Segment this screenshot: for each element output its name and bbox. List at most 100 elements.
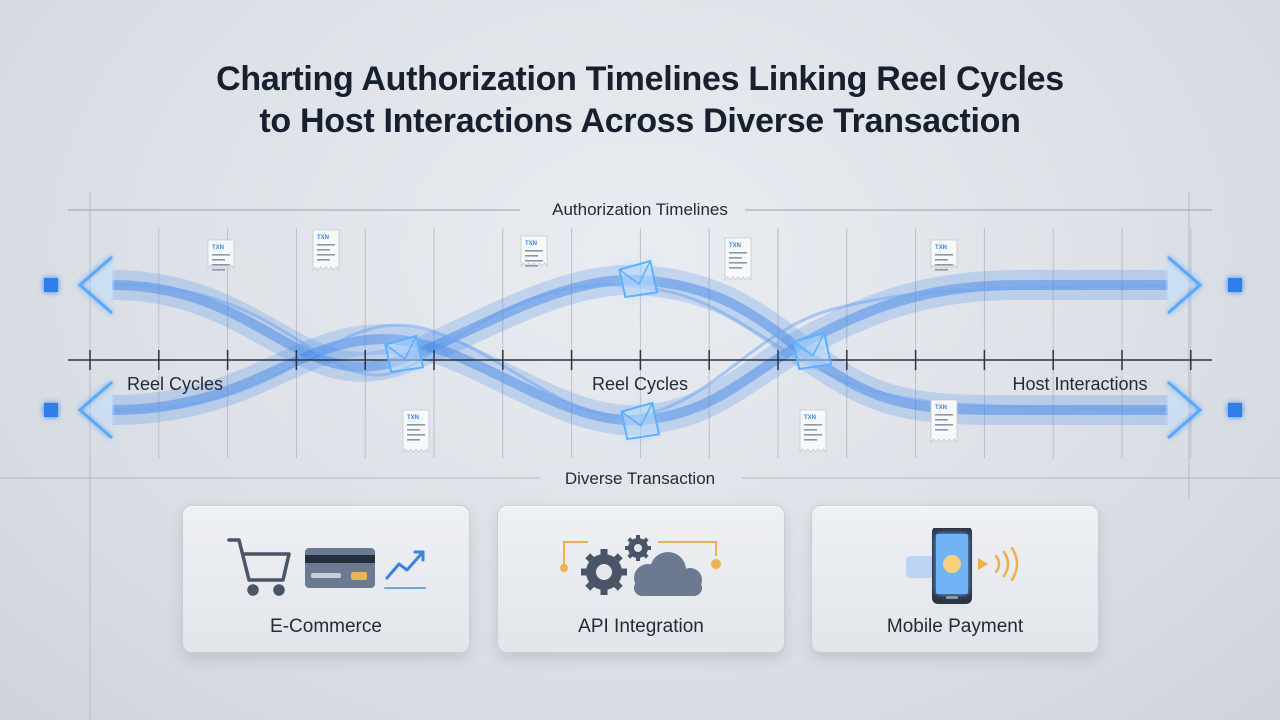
packet-glow	[617, 259, 659, 301]
receipt-text: TXN	[525, 241, 537, 247]
receipt-line	[729, 252, 747, 254]
gear-tooth	[600, 549, 608, 556]
gear-tooth	[600, 588, 608, 595]
receipt-text: TXN	[407, 415, 419, 421]
receipt-text: TXN	[729, 243, 741, 249]
card-icons	[183, 528, 469, 608]
receipt-line	[804, 434, 822, 436]
receipt-icon: TXN	[930, 399, 958, 444]
endpoint-nodes	[44, 255, 1242, 440]
gear-tooth	[642, 552, 649, 559]
shopping-cart-icon	[227, 538, 291, 596]
gear-tooth	[627, 552, 634, 559]
gear-tooth	[636, 556, 640, 561]
receipt-line	[525, 255, 538, 257]
cloud-icon	[634, 552, 702, 596]
card-icons	[498, 528, 784, 608]
receipt-line	[212, 269, 225, 271]
receipt-line	[935, 259, 948, 261]
arrow-fill	[88, 390, 114, 430]
receipt-paper	[724, 237, 752, 282]
receipts: TXN TXN TXN TXN TXN TXN TXN TXN	[207, 229, 958, 454]
packet-icon	[383, 334, 425, 376]
receipt-icon: TXN	[520, 235, 548, 268]
card-e-commerce: E-Commerce	[182, 505, 470, 653]
receipt-line	[935, 254, 953, 256]
card-mobile-payment: Mobile Payment	[811, 505, 1099, 653]
gear-tooth	[612, 553, 623, 564]
bottom-section-label: Diverse Transaction	[565, 469, 715, 488]
gear-tooth	[625, 546, 630, 550]
receipt-line	[212, 254, 230, 256]
receipt-text: TXN	[935, 245, 947, 251]
node-square	[44, 278, 58, 292]
card-api-integration: API Integration	[497, 505, 785, 653]
contactless-icon	[978, 546, 1019, 582]
motion-trail	[906, 556, 936, 578]
top-section-label: Authorization Timelines	[552, 200, 728, 219]
receipt-line	[407, 429, 420, 431]
gear-tooth	[627, 537, 634, 544]
axis-ticks	[89, 350, 1192, 370]
receipt-icon: TXN	[402, 409, 430, 454]
packet-glow	[383, 334, 425, 376]
receipt-line	[935, 419, 948, 421]
card-label: E-Commerce	[270, 616, 382, 637]
receipt-line	[525, 250, 543, 252]
receipt-line	[407, 424, 425, 426]
gear-tooth	[612, 580, 623, 591]
packet-glow	[619, 401, 661, 443]
receipt-icon: TXN	[799, 409, 827, 454]
gear-tooth	[642, 537, 649, 544]
receipt-line	[317, 259, 330, 261]
packet-flap	[384, 335, 417, 361]
axis-label-left: Reel Cycles	[127, 374, 223, 394]
receipt-line	[804, 439, 817, 441]
gear-tooth	[585, 580, 596, 591]
right-arrow-node	[44, 255, 114, 315]
gear-tooth	[636, 535, 640, 540]
arrow-fill	[1166, 265, 1192, 305]
receipt-text: TXN	[212, 245, 224, 251]
packet-flap	[792, 332, 825, 358]
receipt-line	[317, 249, 330, 251]
axis-label-center: Reel Cycles	[592, 374, 688, 394]
receipt-line	[729, 267, 742, 269]
receipt-line	[525, 265, 538, 267]
receipt-line	[935, 264, 953, 266]
gear-tooth	[585, 553, 596, 564]
gear-tooth	[581, 568, 588, 576]
receipt-line	[317, 244, 335, 246]
arrow-chevron	[1167, 380, 1203, 440]
card-icons	[812, 526, 1098, 608]
receipt-line	[212, 259, 225, 261]
gear-tooth	[620, 568, 627, 576]
card-label: API Integration	[578, 616, 704, 637]
receipt-line	[407, 434, 425, 436]
receipt-icon: TXN	[312, 229, 340, 272]
packet-outline	[618, 259, 659, 299]
receipt-line	[407, 439, 420, 441]
receipt-paper	[799, 409, 827, 454]
receipt-line	[935, 429, 948, 431]
packet-glow	[791, 331, 833, 373]
receipt-line	[729, 257, 742, 259]
packet-outline	[620, 401, 661, 441]
packet-icon	[791, 331, 833, 373]
arrow-chevron	[77, 255, 113, 315]
card-label: Mobile Payment	[886, 616, 1024, 637]
node-square	[44, 403, 58, 417]
packet-markers	[383, 259, 833, 443]
receipt-line	[935, 424, 953, 426]
receipt-line	[525, 260, 543, 262]
receipt-paper	[402, 409, 430, 454]
arrow-chevron	[1167, 255, 1203, 315]
arrow-fill	[1166, 390, 1192, 430]
packet-outline	[384, 334, 425, 374]
axis-label-right: Host Interactions	[1012, 374, 1147, 394]
receipt-line	[804, 424, 822, 426]
receipt-line	[317, 254, 335, 256]
arrow-chevron	[77, 380, 113, 440]
receipt-line	[729, 262, 747, 264]
